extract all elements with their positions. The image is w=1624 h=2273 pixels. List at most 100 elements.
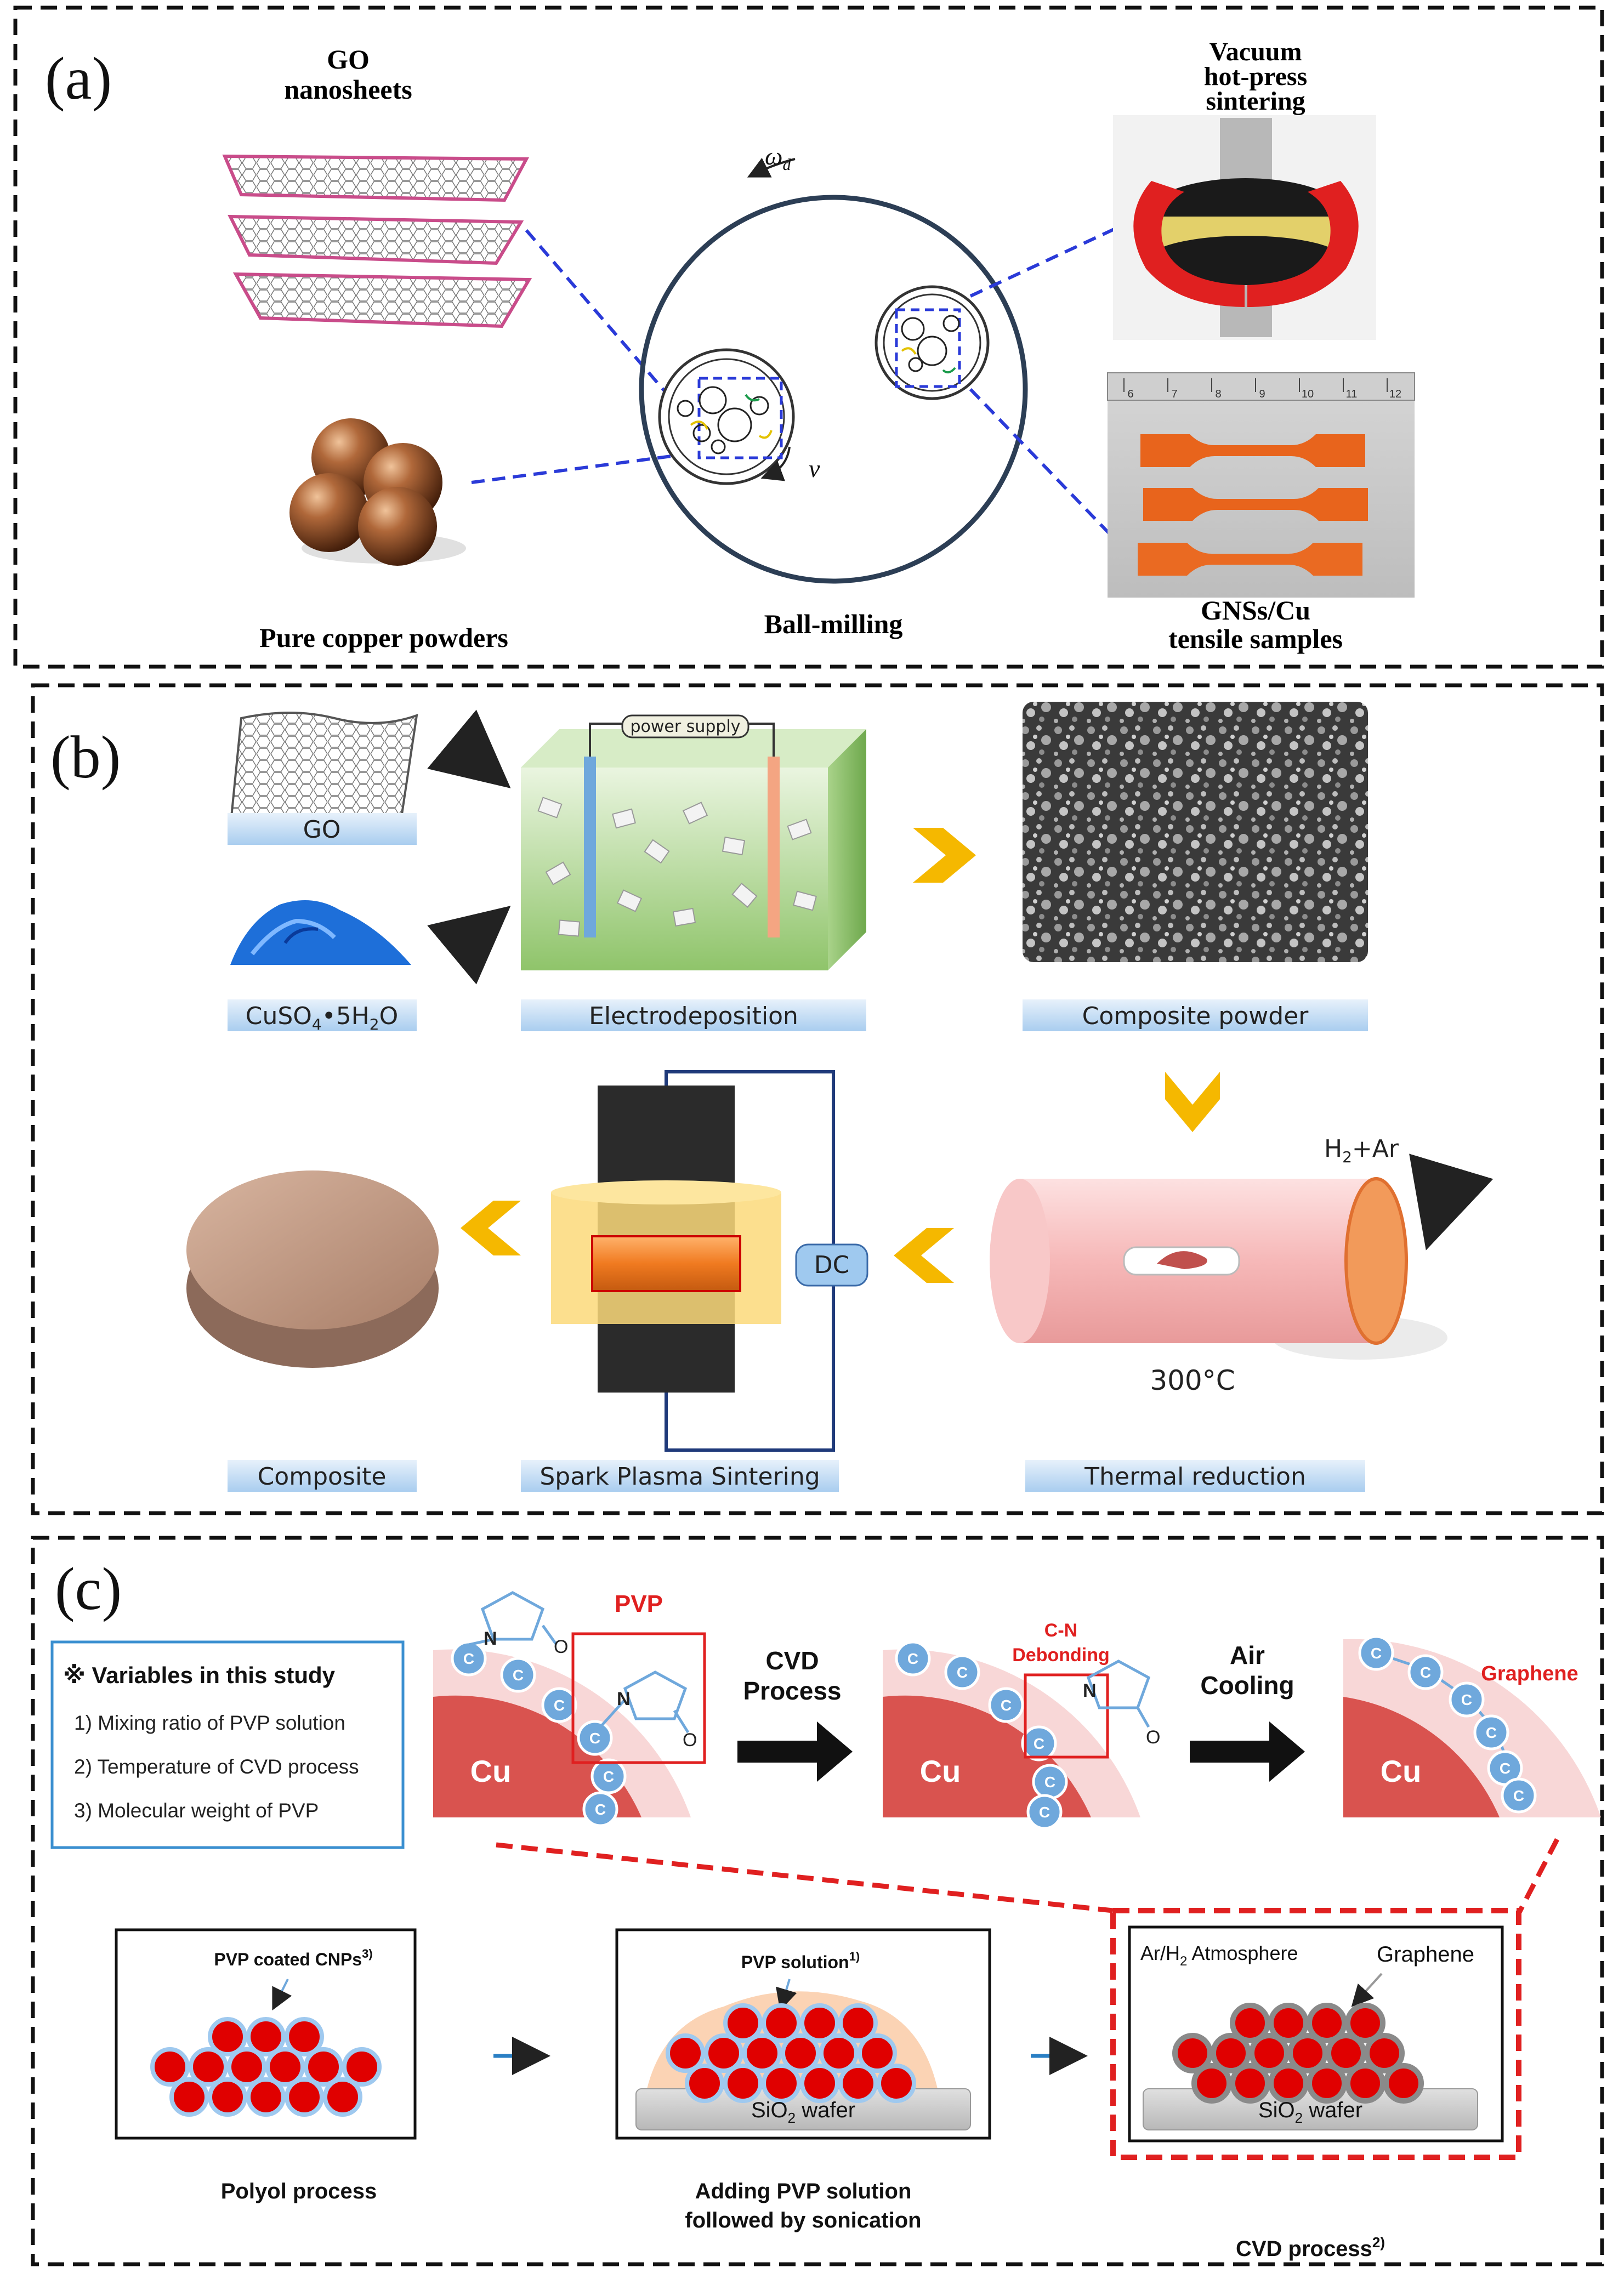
cvd-arrow-label-2: Process (743, 1677, 841, 1705)
copper-zoom-line (471, 453, 680, 484)
cu-pvp-stage-1: C C C C C C (433, 1591, 706, 1827)
atom-n: N (484, 1628, 497, 1649)
sio2-wafer-label-1: SiO2 wafer (751, 2098, 855, 2126)
atom-c: C (1500, 1760, 1511, 1777)
panel-a: (a) GO nanosheets Pure copper powders (13, 5, 1604, 669)
copper-label: Pure copper powders (259, 622, 508, 653)
chevron-down-icon (1165, 1072, 1220, 1132)
vacuum-title-line-1: Vacuum (1210, 37, 1302, 66)
pvp-coated-cnps-label: PVP coated CNPs3) (214, 1947, 372, 1969)
power-supply-label: power supply (630, 717, 740, 736)
atom-c: C (513, 1667, 524, 1684)
atom-o: O (683, 1730, 697, 1751)
atom-c: C (589, 1730, 600, 1747)
spark-plasma-sintering-illustration (551, 1070, 868, 1452)
composite-label-bar (228, 1460, 417, 1492)
atom-c: C (1039, 1804, 1050, 1821)
graphene-black-label: Graphene (1377, 1942, 1474, 1967)
chevron-left-icon (894, 1228, 954, 1283)
panel-c-label: (c) (55, 1555, 122, 1622)
cu-pvp-stage-2: C C C C C C (883, 1640, 1151, 1830)
composite-disc-illustration (186, 1170, 439, 1368)
atom-c: C (595, 1801, 606, 1818)
vacuum-title-line-3: sintering (1206, 87, 1305, 116)
electrodeposition-tank (521, 714, 866, 970)
copper-powder-illustration (289, 418, 466, 566)
atom-o: O (554, 1636, 568, 1657)
cn-debonding-label-2: Debonding (1012, 1645, 1110, 1666)
panel-a-label: (a) (45, 45, 112, 112)
panel-c-frame (31, 1536, 1604, 2266)
atom-c: C (907, 1650, 918, 1667)
h2-ar-label: H2+Ar (1324, 1135, 1399, 1166)
nu-symbol: ν (809, 454, 820, 482)
vacuum-title-line-2: hot-press (1204, 62, 1307, 91)
go-label-bar (228, 813, 417, 845)
ball-mill-illustration (639, 157, 1028, 584)
cvd-process-box (1128, 1925, 1504, 2143)
panel-b-frame (31, 683, 1604, 1515)
ruler-mark-6: 6 (1127, 388, 1133, 400)
cn-debonding-label-1: C-N (1044, 1620, 1077, 1641)
atom-c: C (957, 1664, 968, 1681)
adding-pvp-label-line-1: Adding PVP solution (695, 2179, 912, 2203)
callout-line-left (496, 1842, 1114, 1913)
atom-c: C (1034, 1735, 1044, 1752)
callout-line-right (1517, 1838, 1559, 1915)
atom-c: C (1420, 1664, 1431, 1681)
ruler-mark-12: 12 (1389, 388, 1401, 400)
vacuum-zoom-line (969, 220, 1131, 298)
atom-c: C (554, 1697, 565, 1714)
atom-c: C (463, 1650, 474, 1667)
panel-a-frame (13, 5, 1604, 669)
thermal-reduction-label: Thermal reduction (1084, 1463, 1306, 1491)
ruler-mark-11: 11 (1346, 388, 1358, 400)
atom-c: C (1044, 1774, 1055, 1791)
adding-pvp-label-line-2: followed by sonication (685, 2208, 921, 2232)
go-title-line-2: nanosheets (284, 74, 412, 105)
cu-graphene-stage-3: C C C C C C (1343, 1635, 1601, 1817)
atom-c: C (1001, 1697, 1012, 1714)
panel-c: (c) ※ Variables in this study 1) Mixing … (31, 1536, 1604, 2266)
air-cooling-label-1: Air (1230, 1641, 1265, 1669)
air-cooling-label-2: Cooling (1200, 1671, 1294, 1700)
thermal-reduction-label-bar (1025, 1460, 1365, 1492)
sio2-wafer-label-2: SiO2 wafer (1258, 2098, 1362, 2126)
tube-furnace-illustration (990, 1153, 1494, 1360)
atom-c: C (1371, 1645, 1382, 1662)
sps-label: Spark Plasma Sintering (540, 1463, 820, 1491)
ball-milling-label: Ball-milling (764, 609, 903, 639)
polyol-process-box (115, 1928, 417, 2140)
composite-label: Composite (258, 1463, 387, 1491)
ruler-mark-8: 8 (1215, 388, 1221, 400)
gns-cu-label-line-1: GNSs/Cu (1201, 595, 1310, 626)
atom-n: N (1083, 1680, 1097, 1701)
composite-powder-label-bar (1023, 999, 1368, 1031)
cvd-arrow-icon (737, 1721, 853, 1782)
cvd-arrow-label-1: CVD (765, 1646, 819, 1675)
atom-c: C (603, 1768, 614, 1785)
go-to-tank-arrow (427, 709, 511, 788)
cvd-process-label: CVD process2) (1236, 2234, 1385, 2261)
pvp-label: PVP (615, 1590, 663, 1617)
cu-label-3: Cu (1381, 1754, 1422, 1788)
cvd-highlight-frame (1110, 1908, 1521, 2160)
composite-powder-sem-image (1023, 702, 1368, 962)
go-zoom-line (525, 229, 679, 407)
temperature-label: 300°C (1150, 1365, 1235, 1396)
atom-c: C (1486, 1724, 1497, 1741)
chevron-left-icon-2 (461, 1201, 521, 1255)
variable-item-3: 3) Molecular weight of PVP (74, 1799, 319, 1822)
electrodeposition-label-bar (521, 999, 866, 1031)
ar-h2-atmosphere-label: Ar/H2 Atmosphere (1140, 1942, 1298, 1969)
omega-symbol: ωd (765, 142, 791, 174)
cuso4-crystals-illustration (230, 900, 411, 965)
cuso4-to-tank-arrow (427, 906, 511, 985)
atom-c: C (1461, 1691, 1472, 1708)
hot-press-illustration (1113, 115, 1376, 340)
gns-cu-label-line-2: tensile samples (1168, 623, 1343, 654)
air-cooling-arrow-icon (1190, 1721, 1305, 1782)
panel-b: (b) GO CuSO4•5H2O (31, 683, 1604, 1515)
graphene-red-label: Graphene (1481, 1662, 1578, 1685)
samples-zoom-line (969, 388, 1112, 536)
